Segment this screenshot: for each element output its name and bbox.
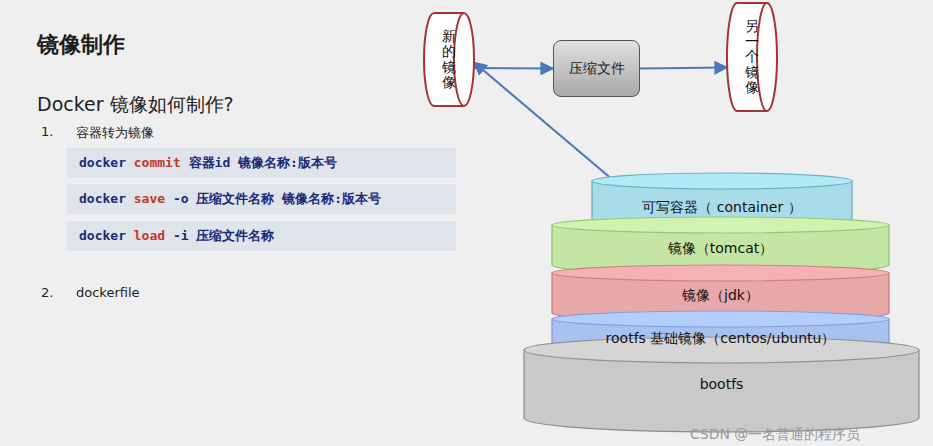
node-text: 新的镜像 — [442, 29, 456, 91]
command-text: docker save -o 压缩文件名称 镜像名称:版本号 — [79, 190, 381, 208]
arrow-connector — [640, 67, 727, 70]
cylinder-top — [552, 311, 889, 327]
command-word: -o — [173, 191, 189, 206]
command-box: docker commit 容器id 镜像名称:版本号 — [67, 148, 456, 178]
command-text: docker load -i 压缩文件名称 — [79, 227, 274, 245]
cylinder-top — [524, 337, 919, 363]
cylinder-top — [552, 217, 889, 233]
image-drum: 另一个镜像 — [727, 2, 777, 112]
node-text: bootfs — [523, 376, 920, 392]
command-word: 容器id — [189, 155, 231, 170]
command-box: docker load -i 压缩文件名称 — [67, 221, 456, 251]
cylinder-top — [592, 173, 852, 189]
node-text: 压缩文件 — [569, 60, 625, 78]
command-word: commit — [134, 155, 181, 170]
command-word: docker — [79, 191, 126, 206]
title: 镜像制作 — [37, 30, 125, 60]
watermark: CSDN @一名普通的程序员 — [690, 426, 860, 444]
command-word: 压缩文件名称 — [196, 191, 274, 206]
list-number: 2. — [41, 285, 53, 300]
command-word: docker — [79, 155, 126, 170]
drum-body — [727, 3, 777, 111]
boot-layer: bootfs — [523, 336, 920, 432]
list-item: 容器转为镜像 — [76, 124, 154, 142]
command-word: 镜像名称:版本号 — [282, 191, 381, 206]
command-word: 压缩文件名称 — [196, 228, 274, 243]
list-number: 1. — [41, 124, 53, 139]
subtitle: Docker 镜像如何制作? — [37, 92, 234, 118]
node-text: 镜像（tomcat） — [551, 240, 890, 258]
command-text: docker commit 容器id 镜像名称:版本号 — [79, 154, 337, 172]
list-item: dockerfile — [76, 285, 140, 300]
command-word: load — [134, 228, 165, 243]
archive-box: 压缩文件 — [553, 40, 640, 97]
node-text: 可写容器（ container ） — [591, 199, 853, 217]
command-word: docker — [79, 228, 126, 243]
node-text: rootfs 基础镜像（centos/ubuntu） — [551, 330, 890, 348]
arrow-connector — [474, 67, 553, 69]
drum-body — [424, 13, 474, 106]
cylinder-top — [552, 265, 889, 281]
command-word: -i — [173, 228, 189, 243]
command-word: 镜像名称:版本号 — [238, 155, 337, 170]
command-word: save — [134, 191, 165, 206]
node-text: 另一个镜像 — [745, 19, 759, 96]
image-drum: 新的镜像 — [424, 12, 474, 107]
node-text: 镜像（jdk） — [551, 287, 890, 305]
command-box: docker save -o 压缩文件名称 镜像名称:版本号 — [67, 184, 456, 214]
